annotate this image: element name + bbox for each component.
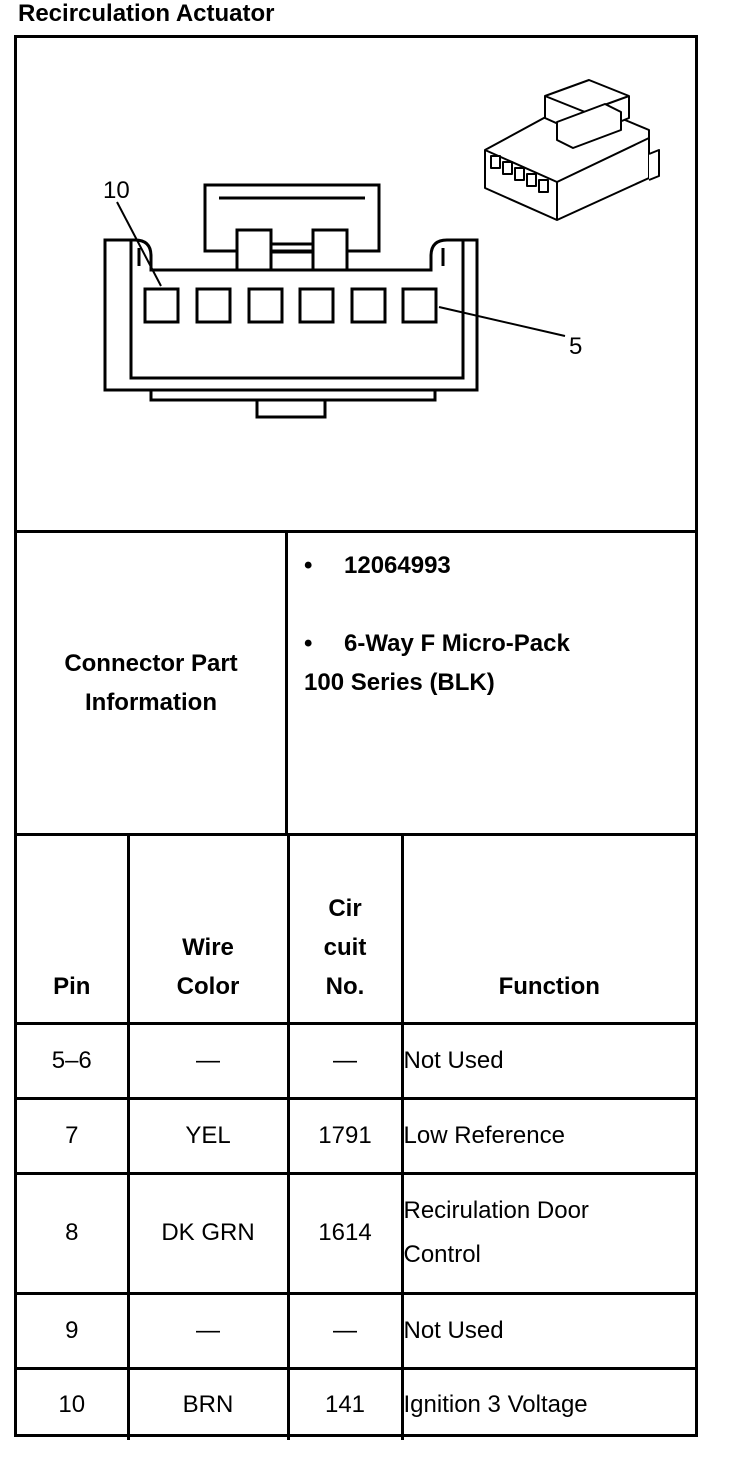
table-row: 9 — — Not Used <box>17 1291 695 1370</box>
table-row: 10 BRN 141 Ignition 3 Voltage <box>17 1366 695 1440</box>
part-number: 12064993 <box>344 552 451 579</box>
description-line-2: 100 Series (BLK) <box>304 669 495 696</box>
connector-part-info-row: Connector Part Information • 12064993 • … <box>17 533 695 836</box>
wire-color-cell: — <box>126 1291 290 1370</box>
function-cell: Ignition 3 Voltage <box>400 1366 695 1440</box>
table-row: 5–6 — — Not Used <box>17 1021 695 1100</box>
function-cell: Low Reference <box>400 1096 695 1175</box>
function-cell: Not Used <box>400 1021 695 1100</box>
pin-cell: 8 <box>17 1171 130 1295</box>
pin-cell: 10 <box>17 1366 130 1440</box>
function-line-1: Recirulation Door <box>403 1197 589 1224</box>
pin-cell: 7 <box>17 1096 130 1175</box>
connector-sheet: 10 5 Connector Part Information • 120649… <box>14 35 698 1440</box>
circuit-cell: 1791 <box>286 1096 404 1175</box>
wire-color-cell: DK GRN <box>126 1171 290 1295</box>
circuit-cell: 141 <box>286 1366 404 1440</box>
table-row: 8 DK GRN 1614 Recirulation Door Control <box>17 1171 695 1295</box>
circuit-cell: 1614 <box>286 1171 404 1295</box>
table-header-row: Pin Wire Color Cir cuit No. Function <box>17 836 695 1025</box>
pin-cell: 9 <box>17 1291 130 1370</box>
pin-10-label: 10 <box>103 177 130 204</box>
function-cell: Recirulation Door Control <box>400 1171 695 1295</box>
circuit-cell: — <box>286 1291 404 1370</box>
table-row: 7 YEL 1791 Low Reference <box>17 1096 695 1175</box>
pin-5-label: 5 <box>569 333 582 360</box>
connector-diagram: 10 5 <box>17 38 695 533</box>
bullet-icon: • <box>304 630 313 657</box>
wire-color-cell: YEL <box>126 1096 290 1175</box>
pin-table: Pin Wire Color Cir cuit No. Function 5–6… <box>17 836 695 1440</box>
bullet-icon: • <box>304 552 313 579</box>
header-wire-color: Wire Color <box>126 836 290 1025</box>
header-pin: Pin <box>17 836 130 1025</box>
header-function: Function <box>400 836 695 1025</box>
connector-part-info-value: • 12064993 • 6-Way F Micro-Pack 100 Seri… <box>288 533 695 833</box>
wire-color-cell: — <box>126 1021 290 1100</box>
circuit-cell: — <box>286 1021 404 1100</box>
function-cell: Not Used <box>400 1291 695 1370</box>
header-circuit-no: Cir cuit No. <box>286 836 404 1025</box>
description-line-1: 6-Way F Micro-Pack <box>344 630 570 657</box>
pin-cell: 5–6 <box>17 1021 130 1100</box>
connector-face-drawing: 10 5 <box>103 79 660 419</box>
wire-color-cell: BRN <box>126 1366 290 1440</box>
page-title: Recirculation Actuator <box>18 0 275 27</box>
function-line-2: Control <box>403 1241 481 1268</box>
connector-part-info-label: Connector Part Information <box>17 533 288 833</box>
